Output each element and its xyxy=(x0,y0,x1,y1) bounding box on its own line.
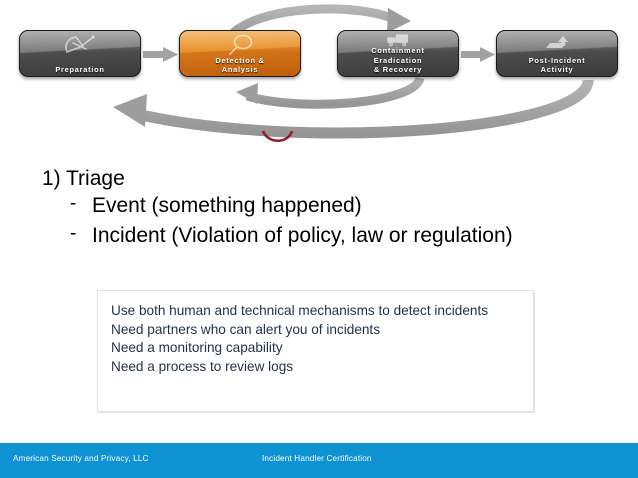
report-arrow-icon xyxy=(546,36,568,48)
bullet-marker: - xyxy=(70,223,77,244)
bullet-marker: 1) xyxy=(42,167,61,190)
bullet-text: Incident (Violation of policy, law or re… xyxy=(92,224,513,247)
bullet-text: Triage xyxy=(66,167,125,190)
slide-footer: American Security and Privacy, LLC Incid… xyxy=(0,443,638,478)
phase-box-preparation[interactable]: Preparation xyxy=(19,30,141,77)
footer-company-name: American Security and Privacy, LLC xyxy=(13,454,149,463)
callout-line: Need partners who can alert you of incid… xyxy=(111,321,381,337)
arc-detection-to-containment-icon xyxy=(223,4,411,43)
bullet-list: 1) Triage - Event (something happened) -… xyxy=(42,166,632,251)
callout-line: Need a monitoring capability xyxy=(111,340,283,355)
arrow-containment-to-post-icon xyxy=(461,47,495,62)
phase-label-post-incident-activity: Post-Incident Activity xyxy=(528,55,586,74)
phase-label-detection-analysis: Detection & Analysis xyxy=(215,55,265,74)
ambulance-icon xyxy=(387,34,409,47)
lifecycle-connectors xyxy=(113,4,594,143)
phase-label-preparation: Preparation xyxy=(55,64,105,74)
bullet-text: Event (something happened) xyxy=(92,194,362,217)
list-item: 1) Triage xyxy=(42,166,632,191)
phase-box-post-incident-activity[interactable]: Post-Incident Activity xyxy=(496,30,618,77)
phase-label-containment-eradication-recovery: Containment Eradication & Recovery xyxy=(371,46,425,74)
arc-marker-red-icon xyxy=(261,130,294,143)
arc-containment-to-detection-icon xyxy=(236,76,425,109)
incident-response-lifecycle-diagram: Preparation Detection & Analysis xyxy=(0,0,638,155)
magnifying-glass-icon xyxy=(229,34,253,55)
list-item: - Incident (Violation of policy, law or … xyxy=(70,221,632,251)
callout-text-box: Use both human and technical mechanisms … xyxy=(97,290,534,412)
footer-course-title: Incident Handler Certification xyxy=(262,454,372,463)
callout-line: Use both human and technical mechanisms … xyxy=(111,303,489,318)
satellite-dish-icon xyxy=(65,35,95,53)
callout-line: Need a process to review logs xyxy=(111,358,294,374)
list-item: - Event (something happened) xyxy=(70,191,632,221)
arc-post-to-preparation-icon xyxy=(113,78,594,139)
phase-box-containment-eradication-recovery[interactable]: Containment Eradication & Recovery xyxy=(337,30,459,77)
bullet-marker: - xyxy=(70,193,77,214)
arrow-prep-to-detection-icon xyxy=(143,47,178,62)
phase-box-detection-analysis[interactable]: Detection & Analysis xyxy=(179,30,301,77)
